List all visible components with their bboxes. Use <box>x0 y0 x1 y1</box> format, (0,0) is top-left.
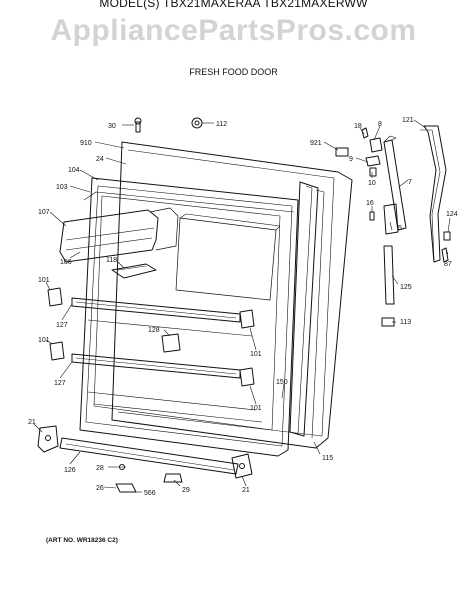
model-line: MODEL(S) TBX21MAXERAA TBX21MAXERWW <box>99 0 368 10</box>
part-10 <box>369 167 377 177</box>
hinge-right <box>231 453 253 479</box>
part-label: 128 <box>148 327 160 334</box>
shelf-bar-lower <box>71 353 241 379</box>
part-label: 115 <box>322 455 333 462</box>
shelf-retainer <box>49 341 65 361</box>
part-label: 7 <box>408 179 412 186</box>
shelf-retainer <box>239 309 255 329</box>
part-label: 28 <box>96 465 104 472</box>
part-label: 5 <box>398 225 402 232</box>
part-label: 127 <box>54 380 66 387</box>
part-label: 121 <box>402 117 414 124</box>
part-29 <box>163 473 183 483</box>
part-label: 30 <box>108 123 116 130</box>
part-label: 16 <box>366 200 374 207</box>
part-label: 101 <box>250 351 262 358</box>
part-9 <box>365 155 381 167</box>
watermark: AppliancePartsPros.com <box>50 14 417 47</box>
part-label: 126 <box>64 467 76 474</box>
art-number: (ART NO. WR18236 C2) <box>46 537 118 544</box>
part-label: 101 <box>38 337 50 344</box>
part-label: 101 <box>250 405 262 412</box>
part-8 <box>369 137 383 153</box>
part-label: 24 <box>96 156 104 163</box>
part-label: 124 <box>446 211 458 218</box>
part-label: 566 <box>144 490 156 497</box>
door-outer-panel <box>111 141 353 449</box>
clip <box>161 333 181 353</box>
part-label: 26 <box>96 485 104 492</box>
dairy-door <box>59 209 159 263</box>
part-label: 910 <box>80 140 92 147</box>
shelf-retainer <box>47 287 63 307</box>
handle-bar <box>423 125 447 263</box>
plug-112 <box>191 117 203 129</box>
part-label: 8 <box>378 121 382 128</box>
part-113 <box>381 317 395 327</box>
part-label: 112 <box>216 121 227 128</box>
part-label: 10 <box>368 180 376 187</box>
part-label: 21 <box>242 487 250 494</box>
part-label: 106 <box>60 259 72 266</box>
shelf-retainer <box>239 367 255 387</box>
hinge-bracket <box>383 139 407 231</box>
part-125 <box>383 245 395 305</box>
screw-30 <box>135 121 141 133</box>
door-gasket <box>289 181 319 437</box>
part-label: 118 <box>106 257 117 264</box>
part-18 <box>361 127 369 139</box>
part-label: 113 <box>400 319 411 326</box>
shelf-bar-upper <box>71 297 241 323</box>
bottom-trim <box>59 437 239 475</box>
part-label: 921 <box>310 140 322 147</box>
plug-921 <box>335 147 349 157</box>
door-liner <box>79 177 299 457</box>
part-16 <box>369 211 375 221</box>
part-26 <box>115 483 137 493</box>
butter-dish <box>111 263 157 279</box>
part-label: 125 <box>400 284 412 291</box>
part-87 <box>441 247 449 263</box>
part-124 <box>443 231 451 241</box>
part-label: 9 <box>349 156 353 163</box>
diagram-subtitle: FRESH FOOD DOOR <box>189 67 278 77</box>
part-label: 29 <box>182 487 190 494</box>
part-label: 107 <box>38 209 50 216</box>
part-label: 103 <box>56 184 68 191</box>
part-label: 150 <box>276 379 288 386</box>
part-label: 127 <box>56 322 68 329</box>
part-label: 18 <box>354 123 362 130</box>
part-label: 104 <box>68 167 80 174</box>
part-label: 101 <box>38 277 50 284</box>
part-label: 87 <box>444 261 452 268</box>
part-labels: 30 112 910 24 921 18 8 121 104 9 103 10 … <box>28 117 458 497</box>
part-5 <box>383 203 399 235</box>
hinge-left <box>37 425 59 453</box>
part-label: 21 <box>28 419 36 426</box>
